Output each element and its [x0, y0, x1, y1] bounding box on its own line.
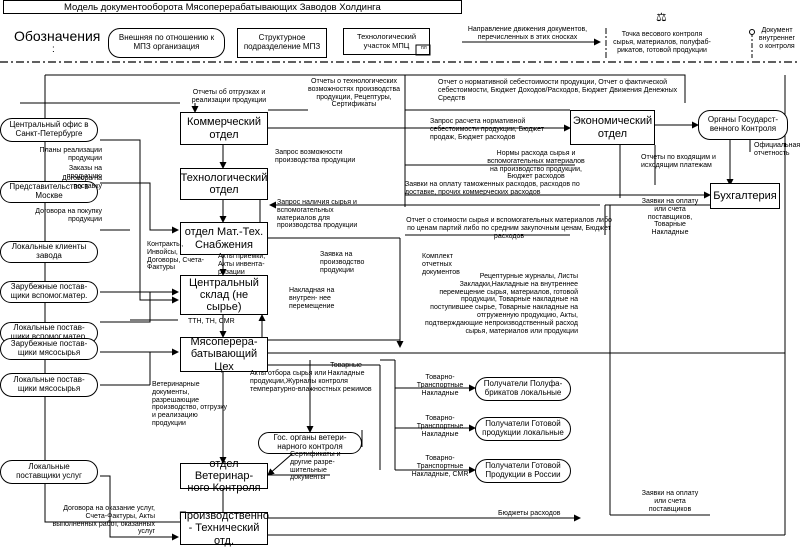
node-central-office: Центральный офис в Санкт-Петербурге — [0, 118, 98, 142]
node-local-services: Локальные поставщики услуг — [0, 460, 98, 484]
label-production-request: Запрос возможности производства продукци… — [275, 149, 356, 164]
label-acceptance-acts: Акты приемки, Акты инвента-ризации — [218, 253, 266, 276]
label-consumption-norms: Нормы расхода сырья и вспомогательных ма… — [487, 150, 585, 181]
label-production-application: Заявка на производство продукции — [320, 251, 365, 274]
node-commercial: Коммерческий отдел — [180, 112, 268, 145]
legend-heading: Обозначения — [14, 28, 101, 44]
label-supplier-invoices: Заявки на оплату или счета поставщиков, … — [641, 198, 699, 237]
node-foreign-meat: Зарубежные постав-щики мясосырья — [0, 338, 98, 360]
node-central-warehouse: Центральный склад (не сырье) — [180, 275, 268, 315]
label-payment-reports: Отчеты по входящим и исходящим платежам — [641, 154, 716, 169]
label-sampling-acts: Акты отбора сырья или продукции,Журналы … — [250, 370, 372, 393]
label-purchase-contracts: Договора на покупку продукции — [35, 208, 102, 223]
node-local-clients: Локальные клиенты завода — [0, 241, 98, 263]
label-ttn-local: Товарно-Транспортные Накладные — [416, 415, 464, 438]
node-moscow-office: Представительство в Москве — [0, 181, 98, 203]
node-recv-semi: Получатели Полуфа-брикатов локальные — [475, 377, 571, 401]
node-recv-russia: Получатели Готовой Продукции в России — [475, 459, 571, 483]
label-service-payments: Заявки на оплату или счета поставщиков — [641, 490, 699, 513]
label-material-cost-report: Отчет о стоимости сырья и вспомогательны… — [406, 217, 612, 240]
legend-colon: : — [52, 44, 55, 55]
label-ttn-tn-cmr: ТТН, ТН, CMR — [188, 318, 235, 325]
node-foreign-aux: Зарубежные постав-щики вспомог.матер. — [0, 281, 98, 303]
node-production-tech: Производственно - Технический отд. — [179, 510, 269, 547]
node-recv-local: Получатели Готовой продукции локальные — [475, 417, 571, 441]
legend-doc-flow: Направление движения документов, перечис… — [467, 26, 588, 41]
label-service-contracts: Договора на оказание услуг, Счета-Фактур… — [52, 505, 155, 536]
label-shipment-reports: Отчеты об отгрузках и реализации продукц… — [191, 89, 267, 104]
legend-tech-section: Технологический участок МПЦ — [343, 28, 430, 55]
diagram-title: Модель документооборота Мясоперерабатыва… — [3, 0, 462, 14]
node-gov-vet: Гос. органы ветери-нарного контроля — [258, 432, 362, 454]
legend-weighing-point: Точка весового контроля сырья, материало… — [613, 31, 711, 54]
label-internal-transfer: Накладная на внутрен- нее перемещение — [289, 287, 335, 310]
scales-icon: ⚖ — [656, 10, 667, 24]
label-vet-documents: Ветеринарные документы, разрешающие прои… — [152, 381, 227, 428]
label-report-set: Комплект отчетных документов — [422, 253, 460, 276]
label-contracts-invoices: Контракты, Инвойсы, Договоры, Счета-Факт… — [147, 241, 204, 272]
legend-tech-section-tag: пл — [421, 45, 427, 51]
label-recipe-journals: Рецептурные журналы, Листы Закладки,Накл… — [425, 273, 578, 335]
node-economic: Экономический отдел — [570, 110, 655, 145]
label-ttn-semi: Товарно-Транспортные Накладные — [416, 374, 464, 397]
label-ttn-russia: Товарно-Транспортные Накладные, CMR — [411, 455, 469, 478]
label-supply-contracts: Договора на поставку — [61, 175, 102, 190]
label-cost-request: Запрос расчета нормативной себестоимости… — [430, 118, 544, 141]
label-orders: Заказы на продукцию — [66, 165, 102, 180]
label-certificates: Сертификаты и другие разре-шительные док… — [290, 451, 341, 482]
node-mts: отдел Мат.-Тех. Снабжения — [180, 222, 268, 255]
label-official-reporting: Официальная отчетность — [754, 142, 800, 157]
node-meat-shop: Мясоперера-батывающий Цех — [180, 336, 268, 373]
node-technological: Технологический отдел — [180, 168, 268, 200]
label-cost-reports: Отчет о нормативной себестоимости продук… — [438, 79, 678, 102]
node-gov-control: Органы Государст-венного Контроля — [698, 110, 788, 140]
legend-internal-doc: Документ внутреннег о контроля — [758, 27, 796, 50]
label-expense-budgets: Бюджеты расходов — [498, 510, 561, 517]
node-veterinary: отдел Ветеринар- ного Контроля — [180, 458, 268, 494]
label-tech-capabilities: Отчеты о технологических возможностях пр… — [307, 78, 401, 109]
legend-structural-unit: Структурное подразделение МПЗ — [237, 28, 327, 58]
label-goods-invoices: Товарные Накладные — [327, 362, 365, 377]
label-sales-plans: Планы реализации продукции — [39, 147, 102, 162]
node-accounting: Бухгалтерия — [710, 183, 780, 209]
label-stock-request: Запрос наличия сырья и вспомогательных м… — [277, 199, 358, 230]
node-local-meat: Локальные постав- щики мясосырья — [0, 373, 98, 397]
legend-external-org: Внешняя по отношению к МПЗ организация — [108, 28, 225, 58]
label-customs-payments: Заявки на оплату таможенных расходов, ра… — [405, 181, 580, 196]
